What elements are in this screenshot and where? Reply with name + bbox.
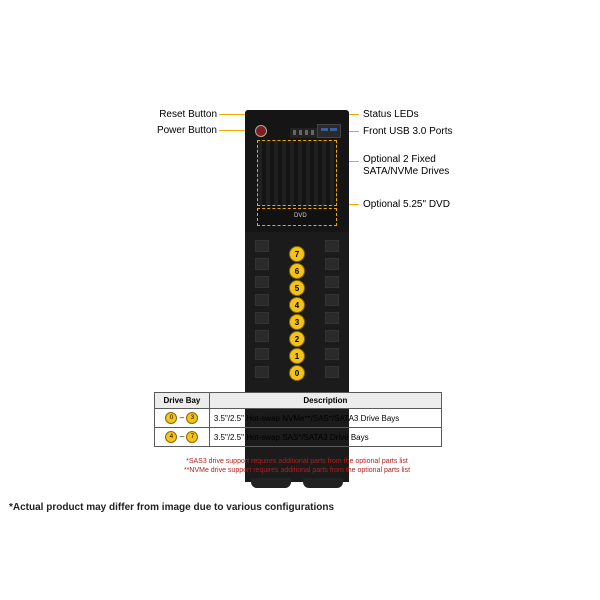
reset-callout-line [219,114,249,115]
bay-marker-0[interactable]: 0 [289,365,305,381]
fixed-drives-label-line1: Optional 2 Fixed [363,154,436,165]
bay-range-dash: – [179,432,185,442]
power-button-label: Power Button [156,125,217,136]
drives-callout-line [339,161,359,162]
right-foot [303,478,343,488]
bay-marker-3[interactable]: 3 [289,314,305,330]
fixed-drive-cage [257,140,337,206]
server-chassis: DVD 7 6 5 4 3 2 1 0 [245,110,349,488]
drive-bay-cell: 4 – 7 [154,427,210,447]
bay-range-start: 4 [165,431,178,443]
reset-button[interactable] [255,125,267,137]
bay-marker-1[interactable]: 1 [289,348,305,364]
dvd-callout-line [339,204,359,205]
dvd-drive[interactable]: DVD [257,208,337,226]
front-control-panel: DVD [245,110,349,232]
power-callout-line [219,130,249,131]
description-cell: 3.5"/2.5" Hot-swap NVMe**/SAS*/SATA3 Dri… [208,408,443,428]
reset-button-label: Reset Button [159,109,217,120]
configuration-disclaimer: *Actual product may differ from image du… [9,502,335,513]
table-row: 0 – 3 3.5"/2.5" Hot-swap NVMe**/SAS*/SAT… [154,408,443,428]
description-header: Description [208,392,443,409]
bay-range-end: 7 [186,431,199,443]
drive-bay-header: Drive Bay [154,392,210,409]
bay-grid [255,240,339,384]
notes: *SAS3 drive support requires additional … [160,457,434,475]
bay-range-end: 3 [186,412,199,424]
sas-note: *SAS3 drive support requires additional … [186,458,408,465]
bay-marker-5[interactable]: 5 [289,280,305,296]
status-leds-label: Status LEDs [363,109,419,120]
dvd-logo: DVD [294,213,307,219]
bay-marker-4[interactable]: 4 [289,297,305,313]
drive-bay-table: Drive Bay Description 0 – 3 3.5"/2.5" Ho… [154,392,443,447]
nvme-note: **NVMe drive support requires additional… [183,467,411,474]
status-leds [290,128,320,138]
table-row: 4 – 7 3.5"/2.5" Hot-swap SAS*/SATA3 Driv… [154,427,443,447]
usb-callout-line [339,131,359,132]
dvd-label: Optional 5.25" DVD [363,199,450,210]
bay-range-dash: – [179,413,185,423]
bay-range-start: 0 [165,412,178,424]
left-foot [251,478,291,488]
front-usb-label: Front USB 3.0 Ports [363,126,453,137]
usb-ports[interactable] [317,124,341,138]
bay-marker-7[interactable]: 7 [289,246,305,262]
bay-marker-2[interactable]: 2 [289,331,305,347]
drive-bay-cell: 0 – 3 [154,408,210,428]
description-cell: 3.5"/2.5" Hot-swap SAS*/SATA3 Drive Bays [208,427,443,447]
fixed-drives-label-line2: SATA/NVMe Drives [363,166,450,177]
bay-marker-6[interactable]: 6 [289,263,305,279]
